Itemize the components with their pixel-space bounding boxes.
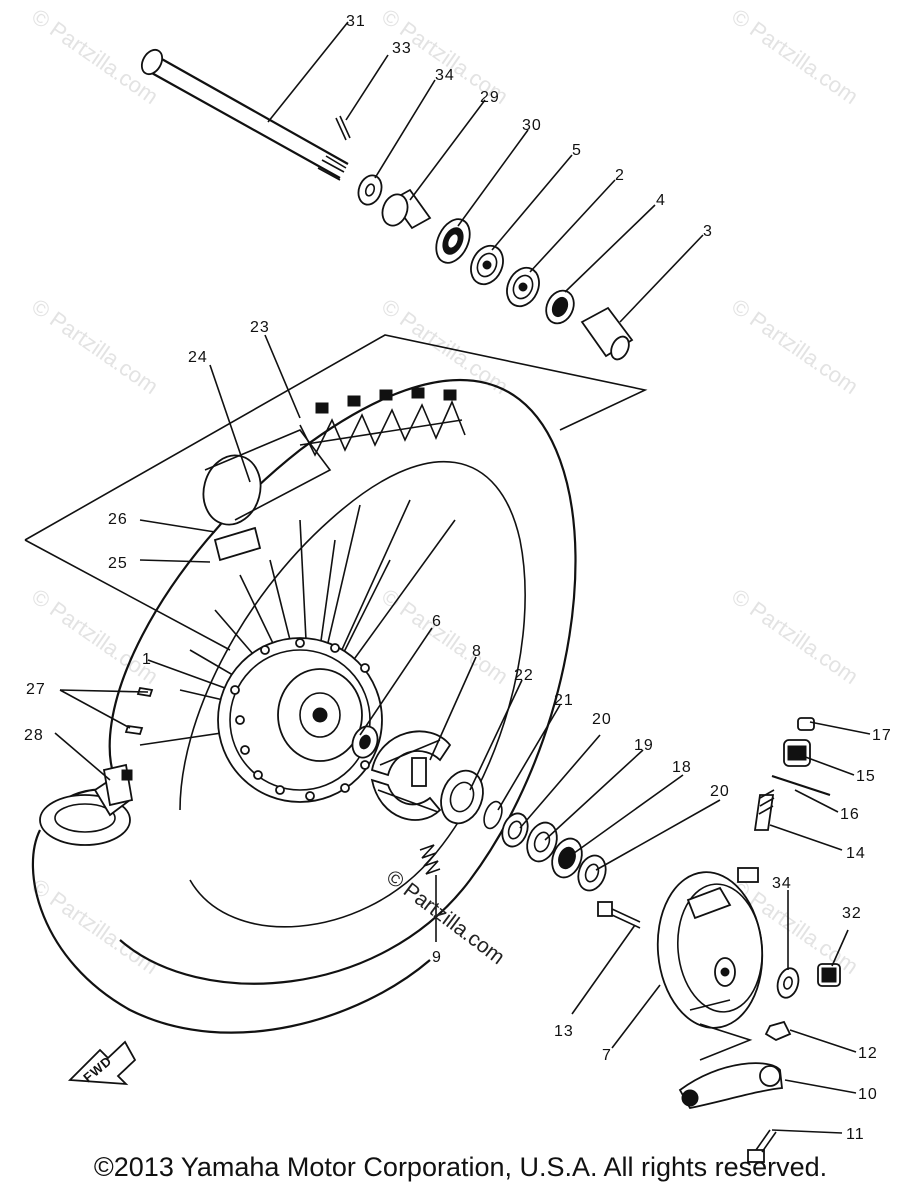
watermark-text: © Partzilla.com bbox=[27, 4, 163, 110]
part-number: 32 bbox=[842, 905, 862, 922]
part-number: 5 bbox=[572, 142, 582, 159]
watermark-text: © Partzilla.com bbox=[377, 294, 513, 400]
part-number: 4 bbox=[656, 192, 666, 209]
nut bbox=[764, 1020, 792, 1042]
bolt bbox=[747, 1129, 777, 1163]
tube-section bbox=[202, 429, 332, 562]
part-number: 20 bbox=[592, 711, 612, 728]
thrust-washer bbox=[577, 854, 607, 892]
part-number: 24 bbox=[188, 349, 208, 366]
spacer bbox=[580, 306, 634, 361]
thrust-washer bbox=[501, 812, 529, 848]
meter-gear-shaft bbox=[753, 794, 775, 831]
tire-tread bbox=[299, 387, 466, 457]
part-number: 18 bbox=[672, 759, 692, 776]
part-number: 12 bbox=[858, 1045, 878, 1062]
watermark-text: © Partzilla.com bbox=[727, 584, 863, 690]
part-number: 23 bbox=[250, 319, 270, 336]
part-number: 14 bbox=[846, 845, 866, 862]
collar bbox=[381, 188, 432, 230]
leader-lines bbox=[54, 21, 871, 1134]
tire bbox=[108, 378, 577, 985]
part-number: 20 bbox=[710, 783, 730, 800]
circlip bbox=[483, 800, 503, 830]
part-number: 15 bbox=[856, 768, 876, 785]
cap bbox=[797, 717, 815, 731]
part-number: 10 bbox=[858, 1086, 878, 1103]
castle-nut bbox=[817, 963, 841, 987]
rim-band bbox=[31, 768, 431, 1034]
part-number: 13 bbox=[554, 1023, 574, 1040]
part-number: 33 bbox=[392, 40, 412, 57]
part-number: 17 bbox=[872, 727, 892, 744]
drive-gear-stack bbox=[440, 769, 607, 892]
part-number: 3 bbox=[703, 223, 713, 240]
background-watermarks: © Partzilla.com © Partzilla.com © Partzi… bbox=[27, 4, 863, 980]
washer bbox=[357, 174, 383, 206]
brake-shoes bbox=[370, 730, 452, 821]
watermark-text: © Partzilla.com bbox=[727, 4, 863, 110]
part-number: 16 bbox=[840, 806, 860, 823]
bolt bbox=[597, 901, 641, 929]
brake-shoe-plate bbox=[656, 867, 764, 1029]
oil-seal-small bbox=[771, 774, 831, 797]
part-number: 7 bbox=[602, 1047, 612, 1064]
part-number: 11 bbox=[846, 1126, 865, 1143]
oil-seal bbox=[435, 218, 471, 264]
part-number: 6 bbox=[432, 613, 442, 630]
meter-clutch bbox=[526, 821, 558, 863]
part-number: 1 bbox=[142, 651, 152, 668]
watermark-text: © Partzilla.com bbox=[727, 294, 863, 400]
bearing bbox=[470, 244, 504, 286]
part-number: 31 bbox=[346, 13, 366, 30]
part-number: 25 bbox=[108, 555, 128, 572]
part-number: 9 bbox=[432, 949, 442, 966]
tire-outline-box bbox=[24, 334, 648, 651]
part-number: 19 bbox=[634, 737, 654, 754]
part-number: 34 bbox=[435, 67, 455, 84]
part-number: 21 bbox=[554, 692, 574, 709]
watermark-text: © Partzilla.com bbox=[382, 866, 509, 970]
part-number: 29 bbox=[480, 89, 500, 106]
axle-assembly bbox=[140, 48, 634, 361]
part-number: 8 bbox=[472, 643, 482, 660]
part-number: 34 bbox=[772, 875, 792, 892]
part-number: 26 bbox=[108, 511, 128, 528]
hub-seal bbox=[440, 769, 484, 825]
axle-shaft bbox=[140, 48, 349, 181]
watermark-text: © Partzilla.com bbox=[27, 294, 163, 400]
bearing bbox=[506, 266, 540, 308]
part-number: 30 bbox=[522, 117, 542, 134]
camshaft-lever bbox=[678, 1023, 783, 1110]
part-number: 27 bbox=[26, 681, 46, 698]
part-number-labels: 31 33 34 29 30 5 2 4 3 23 24 26 25 1 27 … bbox=[24, 13, 892, 1143]
forward-arrow-icon: FWD bbox=[67, 1040, 137, 1085]
hub-bolt-holes bbox=[230, 638, 377, 801]
cotter-pin bbox=[335, 115, 351, 141]
oil-seal bbox=[545, 289, 575, 325]
rim-lock-bracket bbox=[102, 763, 134, 807]
part-number: 2 bbox=[615, 167, 625, 184]
part-number: 28 bbox=[24, 727, 44, 744]
copyright-notice: ©2013 Yamaha Motor Corporation, U.S.A. A… bbox=[93, 1152, 828, 1182]
hub-and-spokes bbox=[139, 499, 456, 803]
washer bbox=[776, 967, 800, 999]
brake-spring bbox=[419, 844, 441, 875]
part-number: 22 bbox=[514, 667, 534, 684]
meter-drive-parts bbox=[753, 717, 831, 831]
